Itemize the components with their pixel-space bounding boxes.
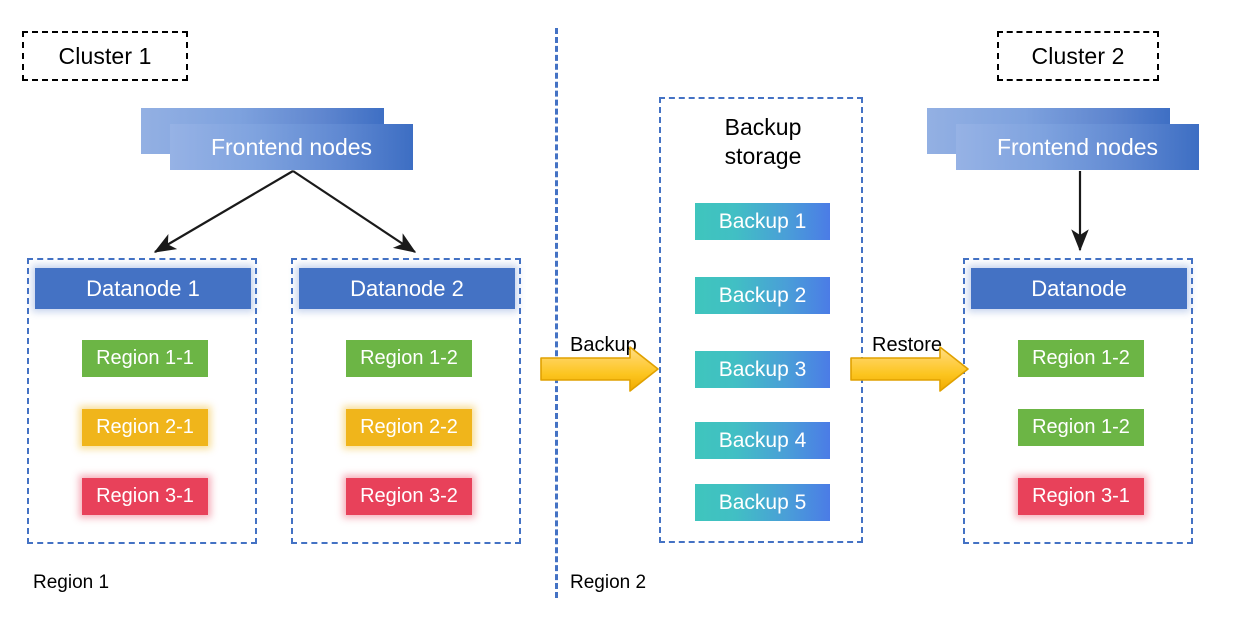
frontend-nodes-cluster-2[interactable]: Frontend nodes [927,108,1199,170]
cluster-1-label: Cluster 1 [58,42,152,69]
region-2-caption: Region 2 [570,572,647,593]
backup-item-4[interactable]: Backup 4 [695,422,830,459]
region-chip-restored-1[interactable]: Region 1-2 [1018,340,1144,377]
backup-item-5[interactable]: Backup 5 [695,484,830,521]
arrow-frontend-to-datanode-1 [153,170,294,253]
frontend-nodes-cluster-1-label: Frontend nodes [210,133,373,160]
frontend-nodes-cluster-2-label: Frontend nodes [996,133,1159,160]
region-chip-1-2[interactable]: Region 1-2 [346,340,472,377]
region-chip-2-2[interactable]: Region 2-2 [346,409,472,446]
arrow-frontend-to-datanode-2 [292,170,417,253]
frontend-nodes-cluster-1[interactable]: Frontend nodes [141,108,413,170]
cluster-2-title-chip: Cluster 2 [997,31,1159,81]
backup-storage-title: Backup storage [661,113,865,171]
cluster-2-label: Cluster 2 [1031,42,1125,69]
region-chip-label: Region 1-2 [1032,416,1130,438]
datanode-2-header[interactable]: Datanode 2 [299,268,515,309]
datanode-2-label: Datanode 2 [350,275,464,301]
region-chip-2-1[interactable]: Region 2-1 [82,409,208,446]
backup-item-1[interactable]: Backup 1 [695,203,830,240]
region-chip-label: Region 3-1 [1032,485,1130,507]
backup-storage-title-line-1: Backup [724,114,802,140]
datanode-1-label: Datanode 1 [86,275,200,301]
backup-item-label: Backup 3 [718,357,807,381]
backup-item-label: Backup 4 [718,428,807,452]
region-chip-1-1[interactable]: Region 1-1 [82,340,208,377]
region-chip-label: Region 3-2 [360,485,458,507]
region-divider-line [555,28,558,598]
backup-storage-title-line-2: storage [724,142,802,169]
backup-flow-label: Backup [570,334,637,356]
region-chip-restored-2[interactable]: Region 1-2 [1018,409,1144,446]
region-chip-label: Region 2-2 [360,416,458,438]
restore-flow-label: Restore [872,334,943,356]
region-chip-label: Region 1-2 [1032,347,1130,369]
backup-item-label: Backup 5 [718,490,807,514]
datanode-1-header[interactable]: Datanode 1 [35,268,251,309]
datanode-cluster-2-header[interactable]: Datanode [971,268,1187,309]
datanode-cluster-2-label: Datanode [1031,275,1127,301]
backup-storage-group[interactable]: Backup storage Backup 1 Backup 2 Backup … [659,97,863,543]
frontend-nodes-cluster-2-label-box: Frontend nodes [956,124,1199,170]
region-chip-restored-3[interactable]: Region 3-1 [1018,478,1144,515]
datanode-2-group[interactable]: Datanode 2 Region 1-2 Region 2-2 Region … [291,258,521,544]
region-chip-label: Region 1-1 [96,347,194,369]
region-chip-label: Region 1-2 [360,347,458,369]
datanode-cluster-2-group[interactable]: Datanode Region 1-2 Region 1-2 Region 3-… [963,258,1193,544]
region-chip-label: Region 2-1 [96,416,194,438]
backup-item-2[interactable]: Backup 2 [695,277,830,314]
backup-item-3[interactable]: Backup 3 [695,351,830,388]
region-chip-label: Region 3-1 [96,485,194,507]
cluster-1-title-chip: Cluster 1 [22,31,188,81]
datanode-1-group[interactable]: Datanode 1 Region 1-1 Region 2-1 Region … [27,258,257,544]
backup-item-label: Backup 1 [718,209,807,233]
region-chip-3-1[interactable]: Region 3-1 [82,478,208,515]
backup-item-label: Backup 2 [718,283,807,307]
frontend-nodes-cluster-1-label-box: Frontend nodes [170,124,413,170]
region-chip-3-2[interactable]: Region 3-2 [346,478,472,515]
region-1-caption: Region 1 [33,572,110,593]
